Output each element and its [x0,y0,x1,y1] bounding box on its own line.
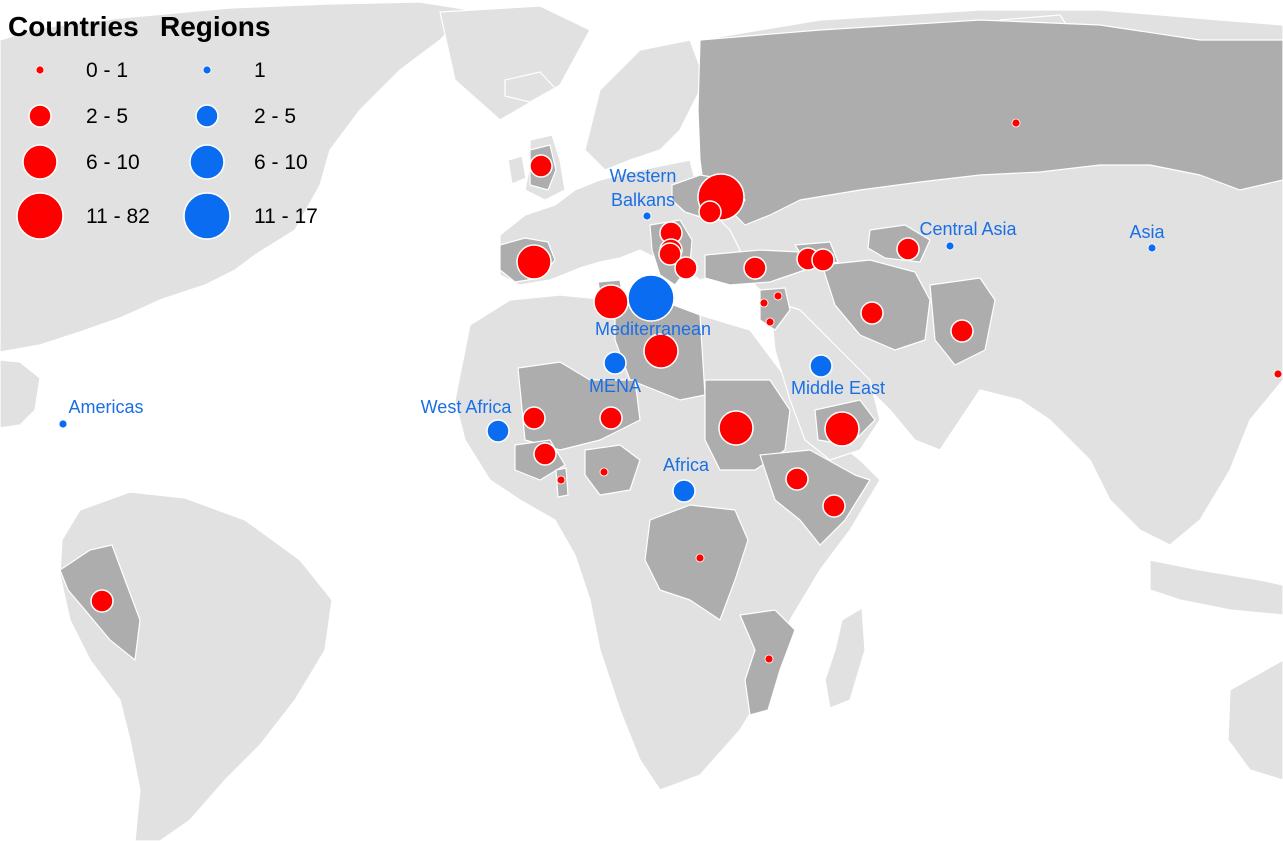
legend-symbol-regions-3 [189,144,225,180]
country-marker-turkey [743,256,767,280]
region-marker-mediterranean [627,274,675,322]
country-marker-syria [773,291,783,301]
land-madagascar [824,607,866,709]
country-marker-united-kingdom [529,154,553,178]
marker-layer [58,118,1283,664]
land-ireland [507,155,527,185]
legend-symbol-countries-3 [22,144,58,180]
land-scandinavia [584,39,706,171]
country-marker-lebanon [759,298,769,308]
region-marker-africa [672,479,696,503]
country-marker-iran [860,301,884,325]
country-marker-dr-congo [695,553,705,563]
region-label-west-africa: West Africa [421,397,513,417]
legend-label-countries-2: 2 - 5 [86,105,128,128]
legend-label-regions-2: 2 - 5 [254,105,296,128]
land-greenland [439,5,591,121]
country-marker-uzbekistan [896,237,920,261]
legend-symbol-countries-2 [28,104,52,128]
region-label-africa: Africa [663,455,710,475]
legend-label-regions-1: 1 [254,59,266,82]
region-label-balkans: Balkans [611,190,675,210]
country-marker-guinea [533,442,557,466]
region-label-asia: Asia [1129,222,1165,242]
country-marker-pakistan [950,319,974,343]
country-marker-mozambique [764,654,774,664]
country-marker-greece [674,256,698,280]
land-iceland [504,71,556,103]
region-label-western: Western [610,166,677,186]
legend-symbol-regions-1 [202,65,212,75]
country-nigeria [584,444,641,496]
country-marker-libya [643,333,679,369]
country-marker-tunisia [593,284,629,320]
legend-label-countries-1: 0 - 1 [86,59,128,82]
country-marker-yemen [824,411,860,447]
region-label-mediterranean: Mediterranean [595,319,711,339]
land-australia [1227,659,1283,781]
land-north-america [0,1,471,353]
land-south-america [59,491,333,841]
country-marker-russia [1011,118,1021,128]
country-marker-spain [516,244,552,280]
land-central-america [0,359,41,429]
country-marker-jordan [765,317,775,327]
region-marker-mena [603,351,627,375]
legend-symbol-countries-1 [35,65,45,75]
country-marker-peru [90,589,114,613]
legend-symbol-countries-4 [16,192,64,240]
region-marker-asia [1147,243,1157,253]
legend-symbol-regions-4 [183,192,231,240]
legend-symbol-regions-2 [195,104,219,128]
legend-label-regions-3: 6 - 10 [254,151,308,174]
legend-label-countries-4: 11 - 82 [86,205,150,228]
region-label-americas: Americas [68,397,143,417]
legend-label-countries-3: 6 - 10 [86,151,140,174]
legend-heading-countries: Countries [8,11,139,42]
region-marker-middle-east [809,354,833,378]
region-label-mena: MENA [589,376,641,396]
legend-heading-regions: Regions [160,11,270,42]
region-marker-americas [58,419,68,429]
country-marker-ethiopia [785,467,809,491]
country-marker-senegal [522,406,546,430]
region-marker-western-balkans [642,211,652,221]
region-marker-west-africa [486,419,510,443]
country-dr-congo [644,504,749,621]
land-indonesia [1149,559,1283,616]
region-marker-central-asia [945,241,955,251]
country-marker-taiwan [1273,369,1283,379]
legend: Countries Regions 0 - 1 2 - 5 6 - 10 11 - 82 1… [8,11,318,240]
country-marker-azerbaijan [811,248,835,272]
country-marker-somalia [822,494,846,518]
region-label-central-asia: Central Asia [919,219,1017,239]
country-marker-sudan [718,410,754,446]
region-label-middle-east: Middle East [791,378,885,398]
country-marker-bulgaria [658,242,682,266]
country-marker-nigeria [599,467,609,477]
country-marker-mali [599,406,623,430]
country-marker-togo [556,475,566,485]
legend-label-regions-4: 11 - 17 [254,205,318,228]
country-marker-moldova [698,200,722,224]
